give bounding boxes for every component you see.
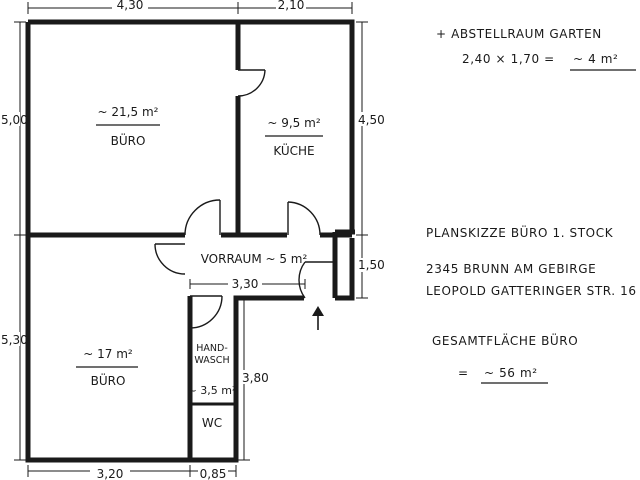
dim-bottom-left: 3,20 bbox=[97, 467, 124, 480]
total-label: GESAMTFLÄCHE BÜRO bbox=[432, 332, 578, 348]
room-name: KÜCHE bbox=[273, 142, 314, 158]
doors bbox=[154, 69, 335, 329]
dim-bottom-right: 0,85 bbox=[200, 467, 227, 480]
room-area: ~ 21,5 m² bbox=[98, 105, 159, 119]
total-value: ~ 56 m² bbox=[484, 366, 538, 380]
room-kueche: ~ 9,5 m² KÜCHE bbox=[265, 116, 323, 158]
storage-calc: 2,40 × 1,70 = bbox=[462, 52, 555, 66]
room-buero-bottom: ~ 17 m² BÜRO bbox=[76, 347, 138, 388]
dim-right-upper: 4,50 bbox=[358, 113, 385, 127]
room-name: BÜRO bbox=[111, 132, 146, 148]
entrance-arrow-icon bbox=[312, 306, 324, 330]
room-label-line1: HAND- bbox=[196, 343, 228, 354]
room-label-line2: WASCH bbox=[194, 355, 229, 366]
room-area: ~ 3,5 m² bbox=[188, 384, 237, 397]
room-wc: ~ 3,5 m² WC bbox=[188, 384, 237, 430]
room-vorraum: VORRAUM ~ 5 m² bbox=[201, 252, 308, 266]
dim-wc-height: 3,80 bbox=[242, 371, 269, 385]
dim-left-lower: 5,30 bbox=[1, 333, 28, 347]
room-area: ~ 17 m² bbox=[83, 347, 133, 361]
room-label: VORRAUM ~ 5 m² bbox=[201, 252, 308, 266]
dim-vorraum-width: 3,30 bbox=[232, 277, 259, 291]
room-name: WC bbox=[202, 416, 222, 430]
walls bbox=[25, 19, 355, 463]
dim-top-right: 2,10 bbox=[278, 0, 305, 12]
total-prefix: = bbox=[458, 366, 469, 380]
address-line1: 2345 BRUNN AM GEBIRGE bbox=[426, 262, 596, 276]
room-name: BÜRO bbox=[91, 372, 126, 388]
storage-title: + ABSTELLRAUM GARTEN bbox=[436, 27, 602, 41]
dim-right-mid: 1,50 bbox=[358, 258, 385, 272]
room-buero-top: ~ 21,5 m² BÜRO bbox=[96, 105, 160, 148]
address-line2: LEOPOLD GATTERINGER STR. 16 bbox=[426, 284, 637, 298]
notes-total-area: GESAMTFLÄCHE BÜRO = ~ 56 m² bbox=[432, 332, 578, 384]
plan-title: PLANSKIZZE BÜRO 1. STOCK bbox=[426, 224, 614, 240]
dim-top-left: 4,30 bbox=[117, 0, 144, 12]
dim-left-upper: 5,00 bbox=[1, 113, 28, 127]
room-area: ~ 9,5 m² bbox=[267, 116, 320, 130]
notes-storage: + ABSTELLRAUM GARTEN 2,40 × 1,70 = ~ 4 m… bbox=[436, 27, 636, 71]
notes-plan-info: PLANSKIZZE BÜRO 1. STOCK 2345 BRUNN AM G… bbox=[426, 224, 637, 298]
storage-result: ~ 4 m² bbox=[573, 52, 618, 66]
room-handwasch: HAND- WASCH bbox=[194, 343, 229, 366]
